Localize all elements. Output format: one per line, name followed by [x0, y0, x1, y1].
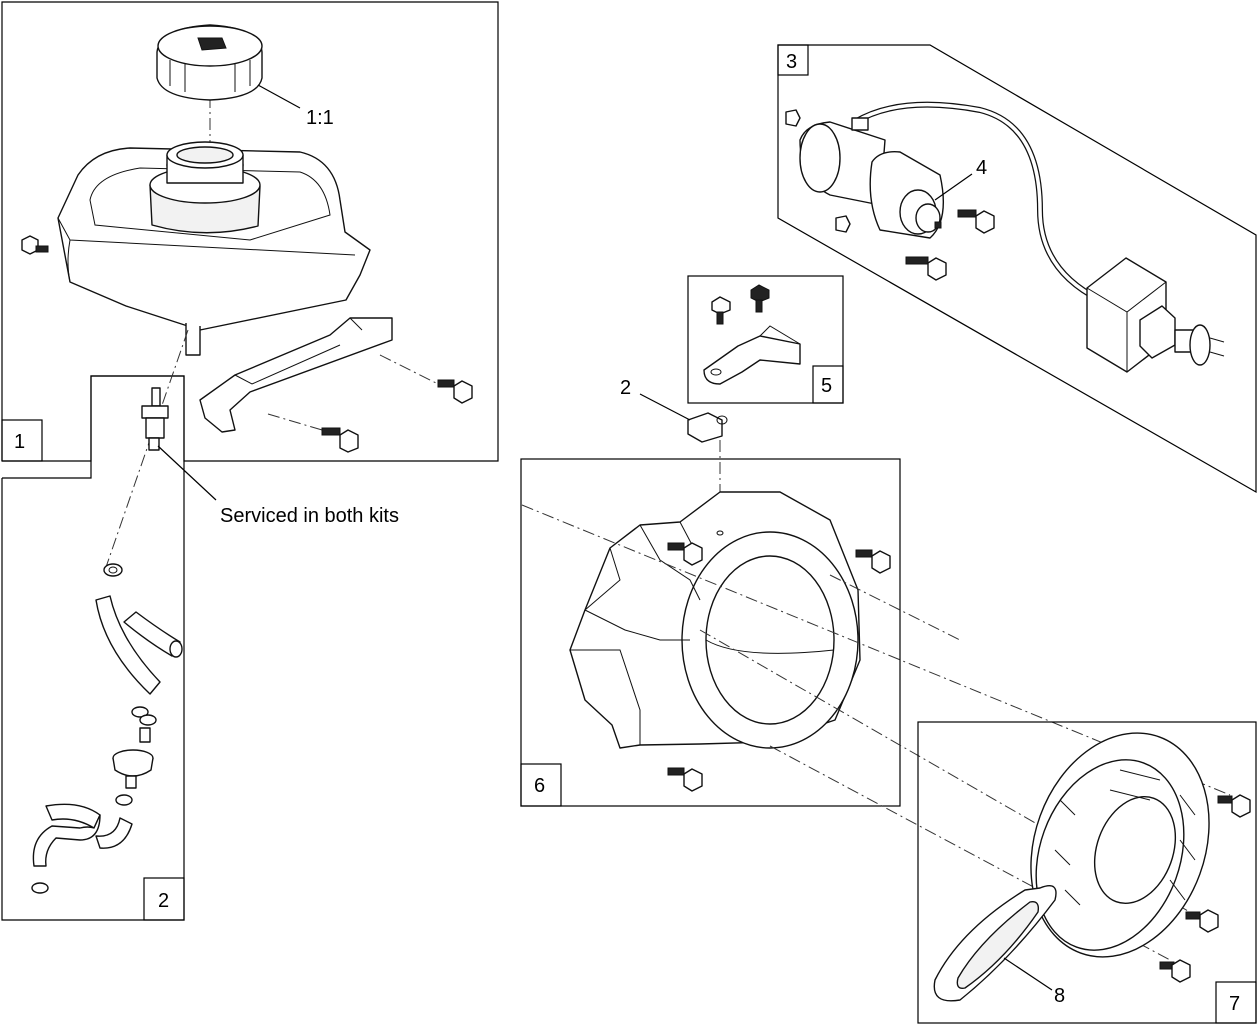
bracket-bolt-bottom [267, 413, 359, 453]
recoil-bolt-1 [1217, 794, 1251, 818]
starter-motor [799, 117, 945, 239]
cap-callout: 1:1 [306, 107, 334, 129]
fuel-hose-lower [32, 803, 133, 867]
kit-5-group: 5 [687, 275, 844, 404]
starter-plug [1174, 324, 1225, 366]
kit-5-tag: 5 [821, 375, 832, 397]
kit-2-tag: 2 [158, 890, 169, 912]
kit-7-group: 7 8 [917, 721, 1257, 1024]
kit-6-frame [520, 458, 901, 807]
kit-3-tag: 3 [786, 51, 797, 73]
kit-2-group: 2 [1, 329, 399, 921]
kit-2-tag-box [143, 877, 185, 921]
blower-housing [569, 491, 861, 749]
kit-1-tag: 1 [14, 431, 25, 453]
tank-bracket [199, 317, 393, 433]
handle-leader [1003, 957, 1053, 991]
kit-5-tag-box [812, 365, 844, 404]
bracket-bolt-right [379, 354, 473, 404]
starter-bolt-2 [905, 256, 947, 281]
kit-1-tag-box [1, 419, 43, 462]
hose-clip-4 [31, 882, 49, 894]
kit-7-frame [917, 721, 1257, 1024]
fuel-shutoff-valve [141, 387, 169, 451]
fuel-filter [112, 727, 154, 789]
kit-5-frame [687, 275, 844, 404]
clip-leader [639, 393, 691, 421]
throttle-bracket [703, 325, 801, 385]
starter-pin [785, 109, 801, 127]
cap-leader [257, 84, 301, 109]
handle-callout: 8 [1054, 985, 1065, 1007]
wire-clip [687, 412, 728, 443]
housing-bolt-1 [667, 542, 703, 566]
note-leader [157, 445, 217, 501]
fuel-tank [57, 141, 371, 356]
bracket-screw-2 [750, 284, 770, 313]
kit-3-group: 3 [777, 44, 1257, 494]
starter-bolt-1 [957, 209, 995, 234]
starter-callout: 4 [976, 157, 987, 179]
recoil-bolt-3 [1159, 959, 1191, 983]
recoil-handle [933, 885, 1057, 1002]
starter-switch-box [1086, 257, 1176, 373]
housing-bolt-2 [855, 549, 891, 574]
kit-6-group: 6 [520, 458, 901, 807]
kit-3-frame [777, 44, 1257, 494]
recoil-starter [1030, 732, 1210, 958]
housing-bolt-3 [667, 767, 703, 792]
hose-clip-3 [115, 794, 133, 806]
bracket-screw-1 [711, 296, 731, 325]
note-callout: Serviced in both kits [220, 505, 399, 527]
axis-line-1 [521, 504, 1231, 796]
fuel-hose-upper [95, 595, 183, 695]
kit-6-tag: 6 [534, 775, 545, 797]
kit-1-group: 1 [1, 1, 499, 462]
hose-clip-2 [131, 706, 157, 726]
fuel-cap [156, 24, 263, 101]
starter-leader [934, 173, 973, 201]
starter-pin-2 [835, 215, 851, 233]
kit-3-tag-box [777, 44, 809, 76]
kit-6-tag-box [520, 763, 562, 807]
axis-line-3 [829, 574, 961, 641]
clip-callout: 2 [620, 377, 631, 399]
recoil-bolt-2 [1185, 909, 1219, 933]
hose-clip-1 [103, 563, 123, 577]
kit-7-tag-box [1215, 981, 1257, 1024]
tank-bolt-left [21, 235, 49, 255]
fuel-line-axis [104, 329, 189, 571]
kit-2-frame [1, 375, 185, 921]
axis-line-2 [699, 629, 1196, 916]
kit-7-tag: 7 [1229, 993, 1240, 1015]
